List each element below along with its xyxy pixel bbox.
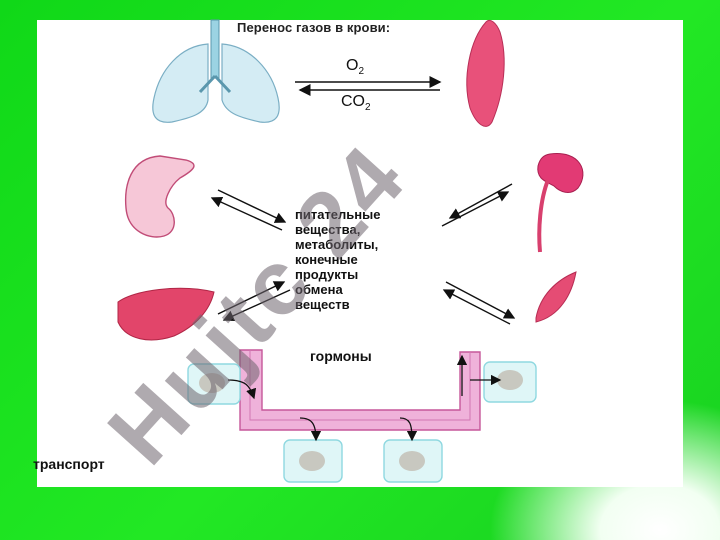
muscle-illustration-bottom xyxy=(535,271,577,323)
cell-left xyxy=(187,363,241,405)
lungs-illustration xyxy=(152,19,280,123)
o2-subscript: 2 xyxy=(358,66,365,77)
muscle-illustration-top xyxy=(466,19,505,127)
transport-label: транспорт xyxy=(33,456,105,472)
metabolites-line: метаболиты, xyxy=(295,237,379,252)
metabolites-line: продукты xyxy=(295,267,359,282)
diagram-title: Перенос газов в крови: xyxy=(237,20,391,35)
metabolites-line: веществ xyxy=(295,297,350,312)
cell-bottom-left xyxy=(283,439,343,483)
cell-bottom-right xyxy=(383,439,443,483)
cell-right xyxy=(483,361,537,403)
co2-label: CO2 xyxy=(341,93,371,113)
o2-label: O2 xyxy=(346,57,365,77)
co2-subscript: 2 xyxy=(365,102,371,113)
metabolites-line: вещества, xyxy=(295,222,361,237)
metabolites-line: конечные xyxy=(295,252,358,267)
slide-content-area xyxy=(37,20,683,487)
hormone-arrows xyxy=(227,354,502,442)
o2-text: O xyxy=(346,57,359,74)
intestine-illustration xyxy=(124,155,195,238)
liver-illustration xyxy=(117,287,215,341)
kidney-illustration xyxy=(537,153,584,253)
metabolites-label: питательные вещества, метаболиты, конечн… xyxy=(295,207,445,312)
co2-text: CO xyxy=(341,93,365,110)
blood-vessel-illustration xyxy=(239,349,481,431)
metabolites-line: питательные xyxy=(295,207,381,222)
metabolites-line: обмена xyxy=(295,282,343,297)
hormones-label: гормоны xyxy=(310,348,372,364)
metabolite-arrows xyxy=(210,183,516,325)
